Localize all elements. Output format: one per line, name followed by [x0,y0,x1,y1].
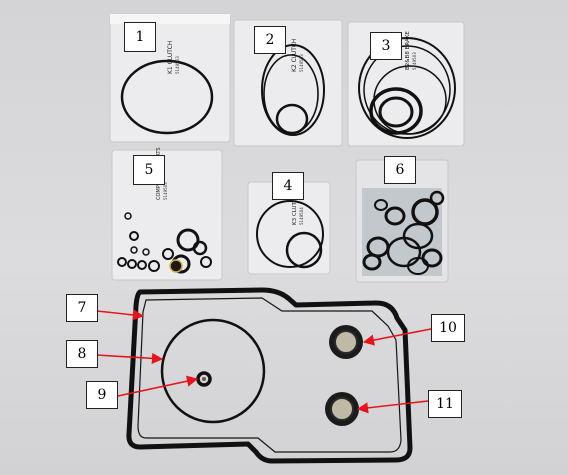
pan-gasket [126,287,413,464]
bag4-part: 5149504 [299,207,304,225]
callout-8: 8 [66,340,98,368]
bag-2: K2 CLUTCH 5149503 [233,19,343,147]
bag4-label: K3 CLUTCH [292,194,298,225]
arrow-11 [356,400,429,414]
bag2-part: 5149503 [299,54,304,72]
bag2-label: K2 CLUTCH [291,39,298,72]
callout-3: 3 [370,32,402,60]
callout-7: 7 [66,294,98,322]
callout-10: 10 [431,314,465,342]
arrow-7 [96,309,145,321]
bag5-part: 5149503 [163,182,168,200]
callout-1: 1 [124,22,156,52]
callout-5: 5 [133,155,165,185]
callout-9: 9 [86,381,118,409]
callout-2: 2 [254,26,286,54]
bag3-part: 5149503 [412,52,417,70]
bag1-label: K1 CLUTCH [167,41,174,74]
bag-3: B2&B8 BRAKE 5149503 [347,21,465,147]
callout-6: 6 [384,156,416,184]
callout-arrows [96,309,432,414]
bag-6 [355,159,449,283]
callout-11: 11 [428,390,462,418]
callout-4: 4 [272,172,304,200]
large-oring [160,318,266,424]
arrow-8 [96,352,164,364]
mixed-seals-6 [362,190,445,275]
k1-oring [120,59,214,135]
bag1-part: 5149503 [175,56,180,74]
bag3-label: B2&B8 BRAKE [405,31,411,70]
arrow-10 [362,328,432,346]
bag-4: K3 CLUTCH 5149504 [247,181,331,275]
arrow-9 [117,375,199,397]
small-seals-5 [117,212,212,274]
bag-5: COMPONENTS PARTS 5149503 [111,147,223,281]
